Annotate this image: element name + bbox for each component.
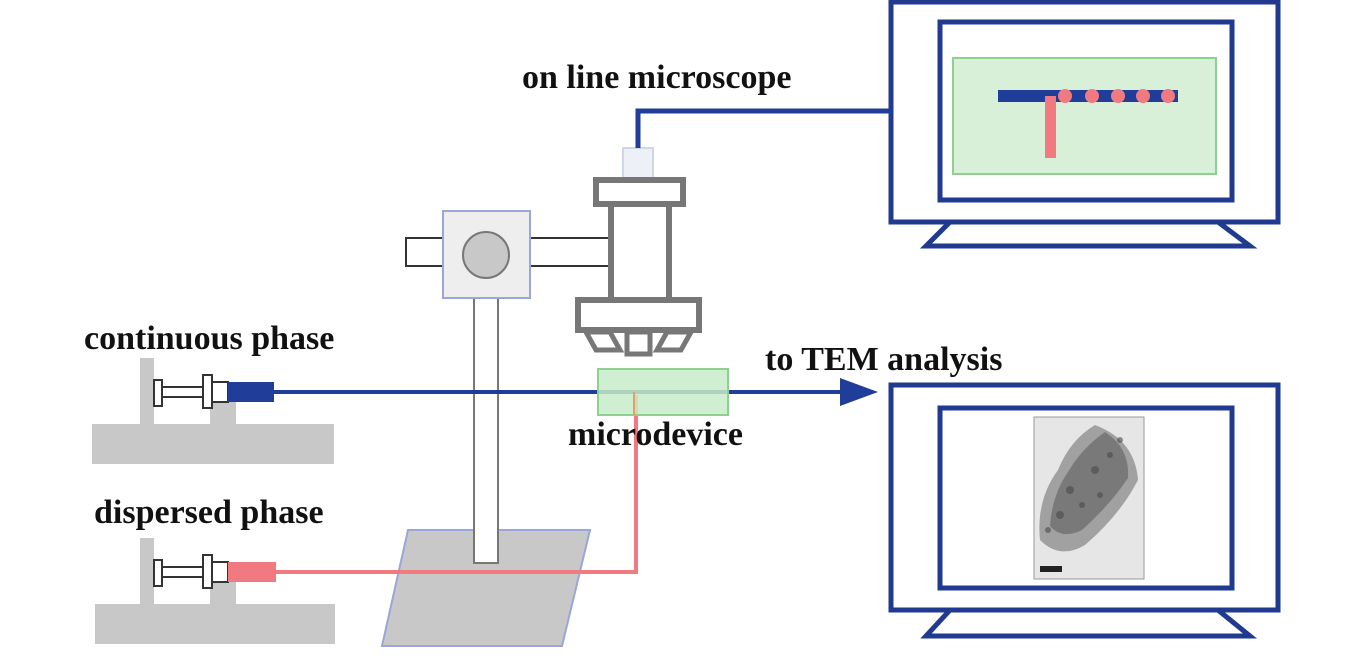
flow-arrow <box>840 378 878 406</box>
side-channel <box>1045 96 1056 158</box>
monitor-stand <box>919 219 1258 249</box>
microscope-stand <box>405 210 611 564</box>
dispersed-phase-label: dispersed phase <box>94 494 324 531</box>
syringe-fluid-continuous <box>228 382 274 402</box>
continuous-phase-label: continuous phase <box>84 320 334 357</box>
syringe-fluid-dispersed <box>228 562 276 582</box>
camera-cable <box>635 108 891 148</box>
stand-arm-right <box>527 237 611 267</box>
syringe-pump-continuous <box>92 358 334 464</box>
tem-monitor-stand <box>920 607 1258 639</box>
microdevice-chip <box>597 368 729 416</box>
microscope-screen <box>952 57 1217 175</box>
tem-micrograph-image <box>1033 416 1145 580</box>
microscope-icon <box>575 147 702 357</box>
pump-base <box>92 424 334 464</box>
objective-center <box>624 329 653 357</box>
droplets <box>1058 89 1175 103</box>
pump-post <box>140 358 154 426</box>
stand-pillar <box>473 297 499 564</box>
microdevice-label: microdevice <box>568 416 743 453</box>
objective-left <box>581 329 625 353</box>
pump-post <box>140 538 154 606</box>
stand-arm-left <box>405 237 445 267</box>
tem-monitor <box>888 382 1281 639</box>
pump-base <box>95 604 335 644</box>
online-microscope-label: on line microscope <box>522 59 791 96</box>
camera <box>622 147 654 181</box>
objective-right <box>652 329 696 353</box>
syringe-pump-dispersed <box>95 538 335 644</box>
focus-knob <box>462 231 510 279</box>
microscope-monitor <box>888 0 1281 249</box>
microscope-stage <box>380 529 592 647</box>
tem-analysis-label: to TEM analysis <box>765 341 1002 378</box>
dispersed-phase-line <box>276 395 638 574</box>
